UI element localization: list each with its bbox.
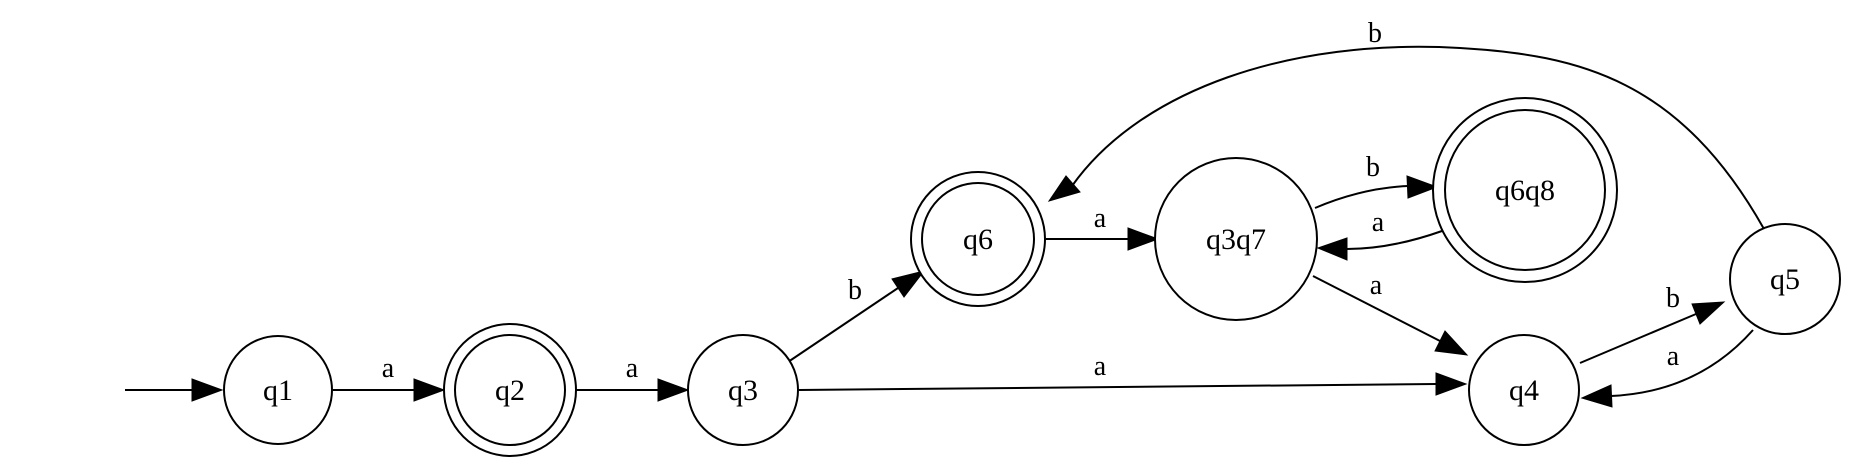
edge-label: a [382, 353, 395, 384]
edge-label: a [626, 353, 639, 384]
edge-label: b [848, 275, 862, 306]
state-label: q1 [263, 374, 293, 407]
state-label: q3 [728, 374, 758, 407]
state-label: q6q8 [1495, 174, 1555, 207]
start-arrow [125, 378, 224, 402]
state-q3: q3 [687, 334, 799, 446]
edge-q3-q6: b [787, 270, 926, 363]
edge-q3-q4: a [798, 351, 1468, 396]
edge-label: a [1094, 203, 1107, 234]
state-label: q3q7 [1206, 223, 1266, 256]
state-label: q2 [495, 374, 525, 407]
edge-label: a [1372, 207, 1385, 238]
state-label: q4 [1509, 374, 1539, 407]
edge-label: a [1094, 351, 1107, 382]
edge-label: b [1366, 152, 1380, 183]
state-q6q8: q6q8 [1432, 97, 1618, 283]
state-q2: q2 [443, 323, 577, 457]
edge-q1-q2: a [333, 353, 446, 402]
edge-q5-q4: a [1580, 329, 1754, 408]
state-q6: q6 [910, 171, 1046, 307]
edge-label: b [1368, 18, 1382, 49]
state-label: q6 [963, 223, 993, 256]
state-label: q5 [1770, 263, 1800, 296]
edge-q6-q3q7: a [1045, 203, 1160, 251]
edge-q5-q6: b [1047, 18, 1765, 230]
edge-q2-q3: a [576, 353, 690, 402]
edge-q3q7-q4: a [1312, 270, 1469, 356]
edge-label: a [1667, 341, 1680, 372]
edge-label: b [1666, 283, 1680, 314]
edge-q3q7-q6q8: b [1314, 152, 1439, 209]
edge-q6q8-q3q7: a [1316, 207, 1443, 261]
state-q3q7: q3q7 [1154, 157, 1318, 321]
state-q1: q1 [223, 335, 333, 445]
state-q5: q5 [1729, 223, 1841, 335]
state-q4: q4 [1468, 334, 1580, 446]
edge-q4-q5: b [1579, 283, 1726, 364]
edge-label: a [1370, 270, 1383, 301]
